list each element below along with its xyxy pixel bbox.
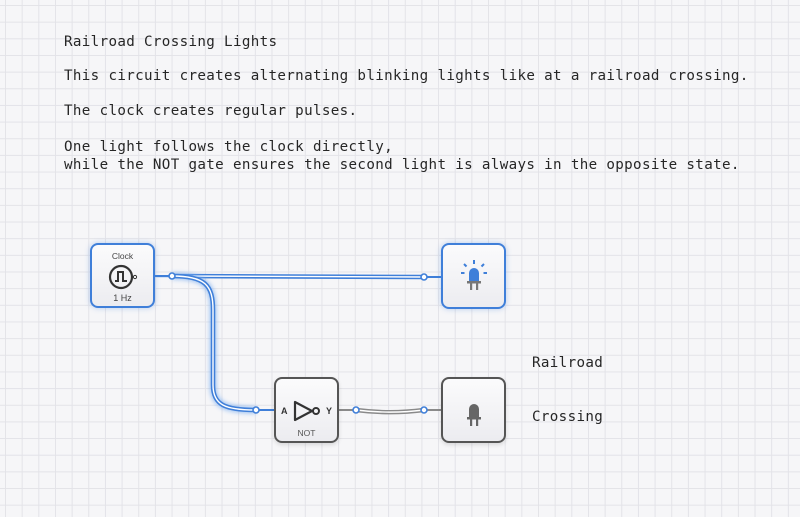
clock-frequency: 1 Hz: [113, 293, 132, 303]
clock-caption: Clock: [111, 251, 134, 261]
not-gate-node[interactable]: A Y NOT: [274, 377, 339, 443]
notes-line-2: The clock creates regular pulses.: [64, 103, 358, 119]
junction-not-out[interactable]: [352, 406, 360, 414]
notes-line-4: while the NOT gate ensures the second li…: [64, 157, 740, 173]
led-bottom-node[interactable]: [441, 377, 506, 443]
wire-clock-to-not[interactable]: [171, 272, 274, 414]
notes-line-1: This circuit creates alternating blinkin…: [64, 68, 749, 84]
notes-line-3: One light follows the clock directly,: [64, 139, 393, 155]
junction-led-top-in[interactable]: [420, 273, 428, 281]
square-wave-icon: [108, 264, 138, 290]
notes-title: Railroad Crossing Lights: [64, 34, 278, 50]
led-top-node[interactable]: [441, 243, 506, 309]
junction-led-bottom-in[interactable]: [420, 406, 428, 414]
not-output-pin-label: Y: [325, 406, 332, 416]
not-gate-icon: [293, 400, 320, 422]
canvas-label[interactable]: Railroad Crossing: [532, 318, 603, 444]
junction-clock-out[interactable]: [168, 272, 176, 280]
led-off-icon: [467, 404, 481, 426]
not-caption: NOT: [297, 428, 316, 438]
canvas-label-line-2: Crossing: [532, 409, 604, 425]
clock-node[interactable]: Clock 1 Hz: [90, 243, 155, 308]
canvas-label-line-1: Railroad: [532, 355, 604, 371]
junction-not-in[interactable]: [252, 406, 260, 414]
led-on-icon: [461, 260, 487, 290]
not-input-pin-label: A: [281, 406, 288, 416]
